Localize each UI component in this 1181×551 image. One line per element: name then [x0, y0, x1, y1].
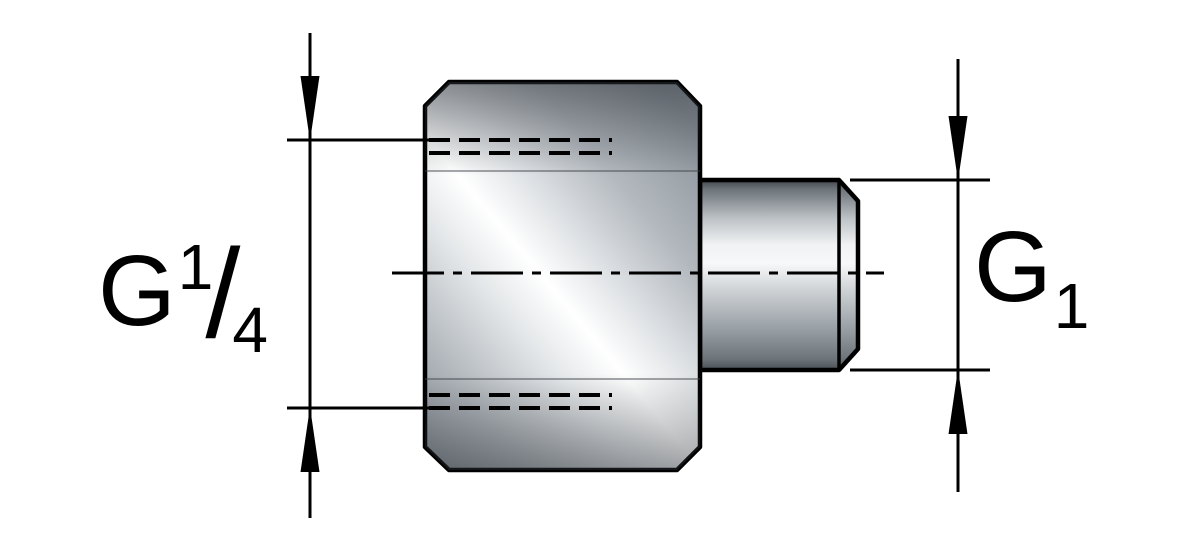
- dim-arrow-up-icon: [948, 369, 968, 434]
- left-thread-label-sub: 4: [232, 294, 268, 366]
- left-thread-label-base: G: [98, 235, 176, 347]
- internal-thread-hidden-lines: [429, 138, 612, 410]
- left-thread-label: G 1 / 4: [98, 210, 268, 366]
- stud-outline: [697, 177, 861, 373]
- right-dimension: [850, 59, 990, 492]
- threaded-stud: [697, 177, 861, 373]
- dim-arrow-down-icon: [300, 76, 320, 141]
- right-thread-label-sub: 1: [1053, 270, 1090, 342]
- hex-body: [422, 79, 703, 473]
- left-thread-label-slash: /: [205, 223, 241, 364]
- right-thread-label: G 1: [974, 210, 1089, 342]
- dim-arrow-down-icon: [948, 116, 968, 181]
- left-dimension: [287, 33, 429, 518]
- hex-bottom-shade: [425, 374, 700, 470]
- left-thread-label-sup: 1: [177, 231, 214, 303]
- dim-arrow-up-icon: [300, 407, 320, 472]
- right-thread-label-base: G: [974, 211, 1052, 323]
- hex-top-shade: [425, 82, 700, 175]
